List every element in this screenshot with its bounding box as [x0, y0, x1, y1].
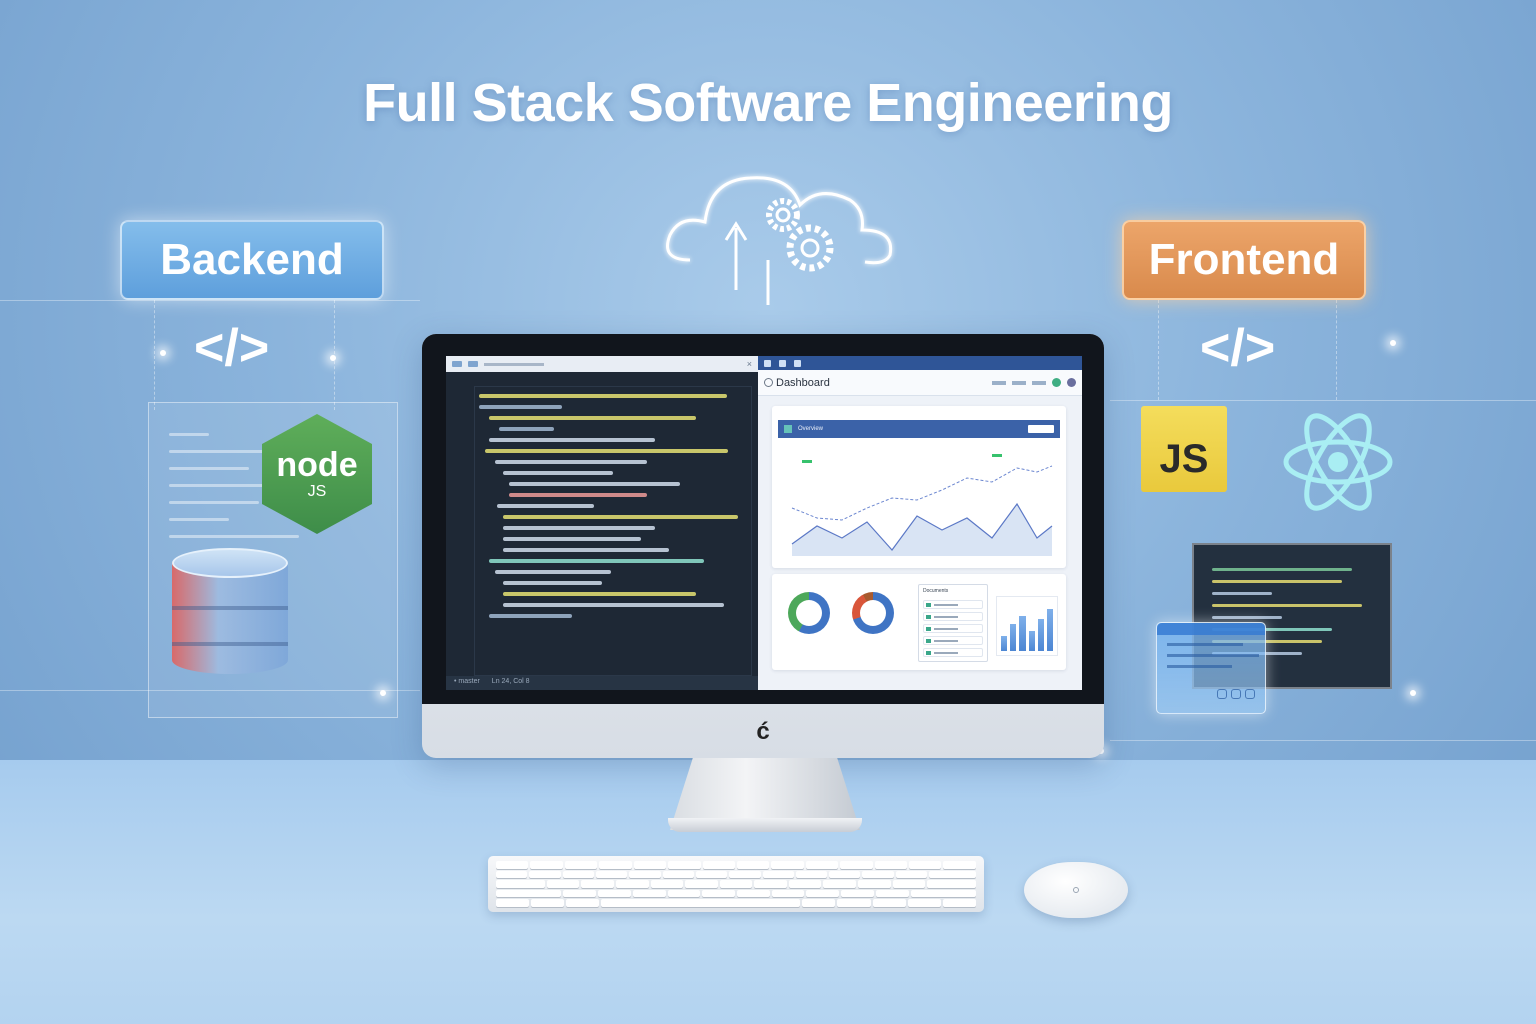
nodejs-sub: JS — [307, 483, 327, 500]
monitor-stand-base — [668, 818, 862, 832]
frontend-label: Frontend — [1122, 220, 1366, 300]
line-chart — [791, 454, 1053, 556]
toolbar-item[interactable] — [992, 380, 1006, 385]
dashboard-header: Dashboard — [758, 370, 1082, 396]
status-icon[interactable] — [1052, 378, 1061, 387]
code-brackets-icon: </> — [194, 319, 270, 377]
code-area[interactable] — [474, 386, 752, 676]
decor-line — [0, 300, 420, 301]
monitor-screen: × — [446, 356, 1082, 690]
sparkle — [1390, 340, 1396, 346]
chart-title: Overview — [798, 426, 824, 432]
sparkle — [330, 355, 336, 361]
react-atom-icon — [1283, 413, 1393, 511]
list-item[interactable] — [923, 624, 983, 633]
stats-card: Documents — [772, 574, 1066, 670]
chart-action-button[interactable] — [1028, 425, 1054, 433]
toolbar-item[interactable] — [1012, 380, 1026, 385]
sparkle — [380, 690, 386, 696]
sparkle — [1410, 690, 1416, 696]
dashboard-title: Dashboard — [776, 376, 830, 389]
browser-toolbar — [758, 356, 1082, 370]
editor-tabbar: × — [446, 356, 758, 372]
chart-header: Overview — [778, 420, 1060, 438]
decor-line — [154, 300, 155, 410]
decor-line — [1158, 300, 1159, 400]
backend-label: Backend — [120, 220, 384, 300]
editor-statusbar: • master Ln 24, Col 8 — [446, 676, 758, 690]
mouse — [1024, 862, 1128, 918]
toolbar-item[interactable] — [1032, 380, 1046, 385]
documents-list: Documents — [918, 584, 988, 662]
list-item[interactable] — [923, 636, 983, 645]
cursor-position: Ln 24, Col 8 — [491, 678, 530, 685]
git-branch[interactable]: • master — [454, 678, 480, 685]
decor-line — [0, 690, 420, 691]
bar-chart — [996, 596, 1058, 656]
decor-line — [1110, 740, 1536, 741]
frontend-code-window — [1192, 543, 1392, 689]
avatar[interactable] — [1067, 378, 1076, 387]
sparkle — [160, 350, 166, 356]
list-item[interactable] — [923, 600, 983, 609]
mouse-logo-icon — [1073, 887, 1079, 893]
frontend-ui-window — [1156, 622, 1266, 714]
decor-line — [1336, 300, 1337, 400]
chart-icon — [784, 425, 792, 433]
close-icon[interactable]: × — [746, 359, 752, 369]
monitor: × — [422, 334, 1104, 758]
javascript-logo: JS — [1141, 406, 1227, 492]
decor-line — [1110, 400, 1536, 401]
brand-logo: ć — [756, 718, 770, 745]
line-chart-card: Overview — [772, 406, 1066, 568]
database-icon — [172, 548, 288, 678]
code-editor-pane: × — [446, 356, 758, 690]
cloud-gears-icon — [665, 175, 893, 305]
documents-title: Documents — [923, 588, 949, 594]
keyboard — [488, 856, 984, 912]
code-brackets-icon: </> — [1200, 319, 1276, 377]
list-item[interactable] — [923, 612, 983, 621]
line-gutter — [446, 372, 472, 676]
nodejs-word: node — [276, 446, 358, 484]
page-title: Full Stack Software Engineering — [363, 73, 1173, 133]
list-item[interactable] — [923, 648, 983, 657]
dashboard-pane: Dashboard Overview — [758, 356, 1082, 690]
nodejs-logo: node JS — [262, 414, 372, 534]
refresh-icon[interactable] — [764, 378, 773, 387]
